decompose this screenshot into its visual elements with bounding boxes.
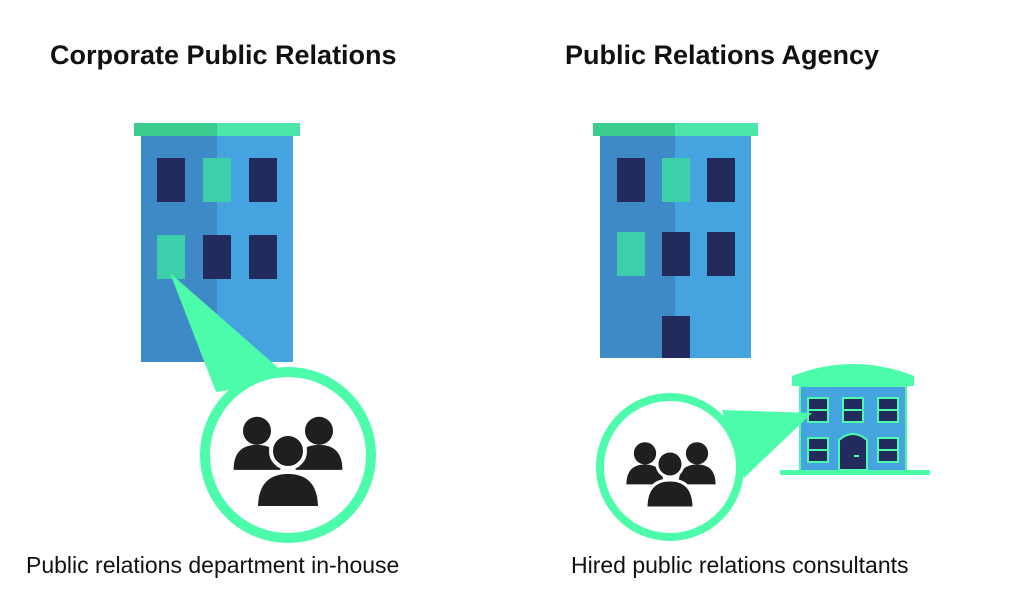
in-house-team-callout	[200, 367, 376, 543]
small-agency-building-icon	[780, 364, 930, 475]
consultants-caption: Hired public relations consultants	[571, 552, 909, 578]
callout-pointer	[722, 410, 812, 478]
callout-pointer	[170, 273, 292, 392]
group-of-people-icon	[626, 442, 716, 510]
group-of-people-icon	[233, 416, 343, 510]
consultants-callout	[596, 393, 744, 541]
client-building-icon	[593, 123, 758, 358]
corporate-pr-title: Corporate Public Relations	[50, 40, 397, 70]
pr-agency-title: Public Relations Agency	[565, 40, 880, 70]
in-house-caption: Public relations department in-house	[26, 552, 400, 578]
